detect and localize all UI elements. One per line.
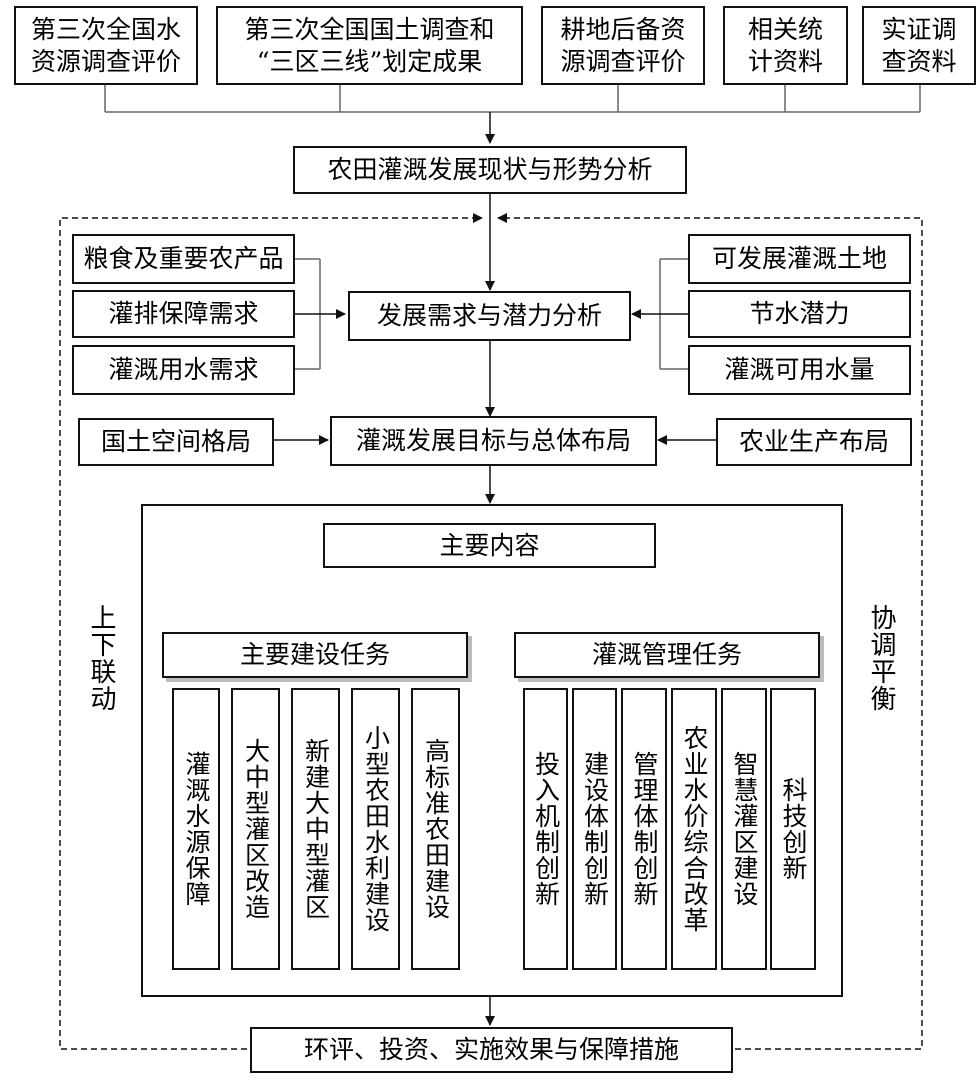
- source-statistics: 相关统计资料: [723, 6, 848, 85]
- potential-land: 可发展灌溉土地: [688, 234, 911, 284]
- task-smart-irrigation-label: 智慧灌区建设: [730, 751, 759, 907]
- task-construction-system: 建设体制创新: [572, 688, 617, 970]
- main-content-box: 主要内容: [323, 523, 656, 568]
- source-field-survey-line1: 实证调: [881, 14, 957, 44]
- task-water-source-label: 灌溉水源保障: [182, 751, 211, 907]
- source-field-survey-line2: 查资料: [881, 46, 957, 76]
- task-investment-mechanism-label: 投入机制创新: [531, 751, 561, 907]
- task-water-source: 灌溉水源保障: [172, 688, 220, 970]
- final-measures-box: 环评、投资、实施效果与保障措施: [250, 1027, 733, 1073]
- task-investment-mechanism: 投入机制创新: [523, 688, 568, 970]
- goals-layout-box: 灌溉发展目标与总体布局: [330, 416, 657, 466]
- task-high-standard-farmland: 高标准农田建设: [411, 688, 460, 970]
- task-smart-irrigation: 智慧灌区建设: [721, 688, 767, 970]
- task-management-system: 管理体制创新: [621, 688, 667, 970]
- source-statistics-line1: 相关统: [747, 14, 823, 44]
- demand-analysis-box: 发展需求与潜力分析: [348, 291, 631, 341]
- need-food-products: 粮食及重要农产品: [72, 234, 295, 284]
- construction-tasks-header: 主要建设任务: [162, 632, 468, 678]
- source-land-survey-line2: “三区三线”划定成果: [256, 46, 483, 76]
- task-new-irrigation-district: 新建大中型灌区: [291, 688, 340, 970]
- source-water-survey-line2: 资源调查评价: [30, 46, 181, 76]
- need-irrigation-water: 灌溉用水需求: [72, 345, 295, 395]
- potential-water-saving: 节水潜力: [688, 290, 911, 338]
- agri-layout-box: 农业生产布局: [716, 418, 912, 466]
- source-water-survey: 第三次全国水资源调查评价: [14, 6, 198, 85]
- potential-available-water: 灌溉可用水量: [688, 345, 911, 395]
- spatial-pattern-box: 国土空间格局: [78, 418, 274, 466]
- task-tech-innovation: 科技创新: [770, 688, 816, 970]
- source-field-survey: 实证调查资料: [862, 6, 976, 85]
- source-water-survey-line1: 第三次全国水: [30, 14, 181, 44]
- task-construction-system-label: 建设体制创新: [580, 751, 610, 907]
- task-large-irrigation-renovation: 大中型灌区改造: [231, 688, 280, 970]
- task-tech-innovation-label: 科技创新: [779, 777, 808, 881]
- side-label-coordination-up-down: 上下联动: [86, 604, 116, 712]
- task-small-water-conservancy-label: 小型农田水利建设: [361, 725, 391, 933]
- side-label-balance: 协调平衡: [866, 604, 896, 712]
- source-reserve-survey-line1: 耕地后备资: [560, 14, 686, 44]
- management-tasks-header: 灌溉管理任务: [514, 632, 820, 678]
- task-high-standard-farmland-label: 高标准农田建设: [421, 738, 451, 920]
- task-large-irrigation-renovation-label: 大中型灌区改造: [241, 738, 271, 920]
- source-land-survey-line1: 第三次全国国土调查和: [244, 14, 495, 44]
- task-water-price-reform-label: 农业水价综合改革: [680, 725, 709, 933]
- source-land-survey: 第三次全国国土调查和“三区三线”划定成果: [216, 6, 523, 85]
- need-drainage: 灌排保障需求: [72, 290, 295, 338]
- source-statistics-line2: 计资料: [747, 46, 823, 76]
- task-water-price-reform: 农业水价综合改革: [671, 688, 717, 970]
- task-management-system-label: 管理体制创新: [630, 751, 659, 907]
- source-reserve-survey: 耕地后备资源调查评价: [541, 6, 705, 85]
- task-new-irrigation-district-label: 新建大中型灌区: [301, 738, 331, 920]
- status-analysis-box: 农田灌溉发展现状与形势分析: [293, 146, 687, 194]
- task-small-water-conservancy: 小型农田水利建设: [351, 688, 400, 970]
- source-reserve-survey-line2: 源调查评价: [560, 46, 686, 76]
